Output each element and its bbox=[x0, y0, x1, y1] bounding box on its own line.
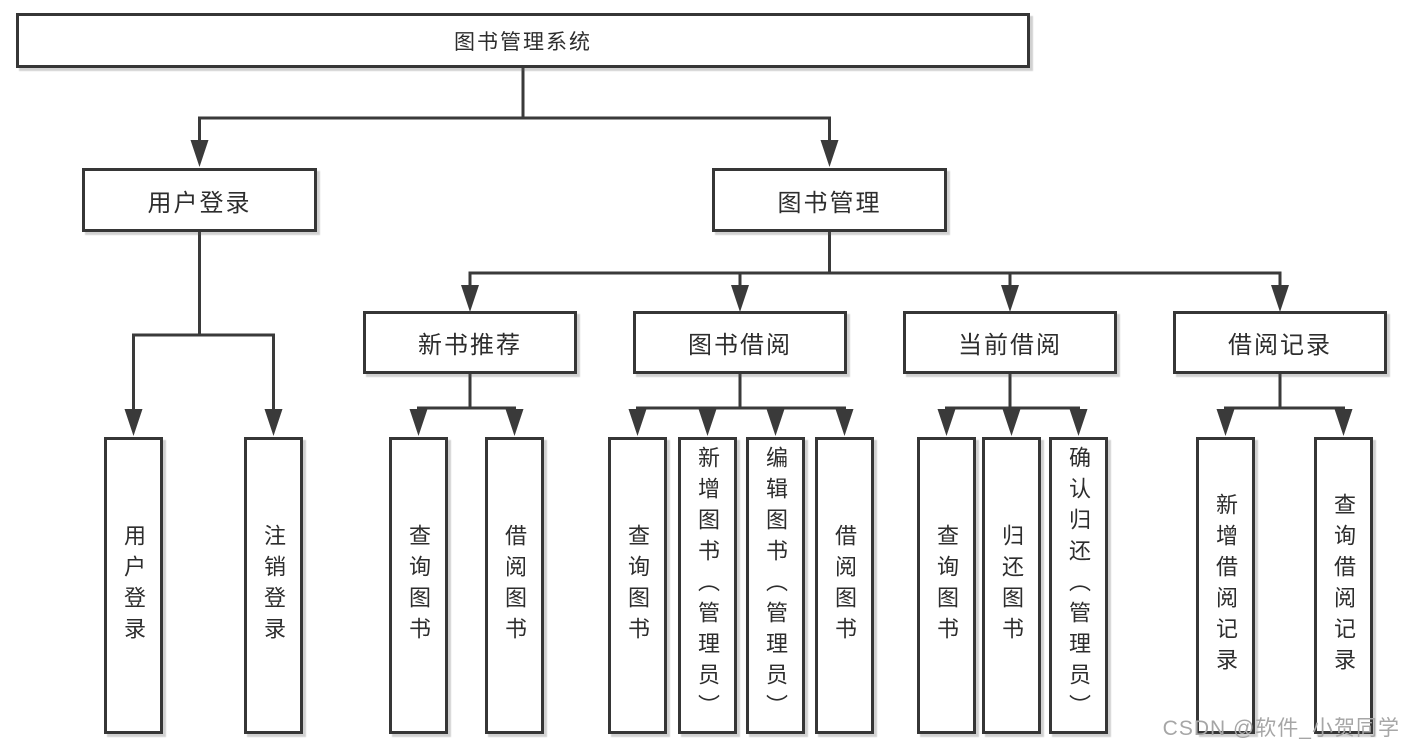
node-user-login: 用户登录 bbox=[82, 168, 317, 232]
node-leaf-borrow-edit-books-admin: 编辑图书（管理员） bbox=[746, 437, 805, 734]
node-leaf-borrow-add-books-admin: 新增图书（管理员） bbox=[678, 437, 737, 734]
node-leaf-current-query-books: 查询图书 bbox=[917, 437, 976, 734]
node-leaf-borrow-query-books: 查询图书 bbox=[608, 437, 667, 734]
node-leaf-borrow-borrow-books: 借阅图书 bbox=[815, 437, 874, 734]
node-leaf-records-query: 查询借阅记录 bbox=[1314, 437, 1373, 734]
node-leaf-recommend-borrow-books: 借阅图书 bbox=[485, 437, 544, 734]
watermark: CSDN @软件_小贺同学 bbox=[1162, 717, 1400, 740]
node-new-book-recommend: 新书推荐 bbox=[363, 311, 577, 374]
node-leaf-records-add: 新增借阅记录 bbox=[1196, 437, 1255, 734]
node-library-system: 图书管理系统 bbox=[16, 13, 1030, 68]
node-leaf-user-login: 用户登录 bbox=[104, 437, 163, 734]
node-leaf-recommend-query-books: 查询图书 bbox=[389, 437, 448, 734]
node-book-borrow: 图书借阅 bbox=[633, 311, 847, 374]
node-borrow-records: 借阅记录 bbox=[1173, 311, 1387, 374]
node-leaf-logout: 注销登录 bbox=[244, 437, 303, 734]
node-book-management: 图书管理 bbox=[712, 168, 947, 232]
node-current-borrow: 当前借阅 bbox=[903, 311, 1117, 374]
node-leaf-current-return-books: 归还图书 bbox=[982, 437, 1041, 734]
node-leaf-current-confirm-return-admin: 确认归还（管理员） bbox=[1049, 437, 1108, 734]
